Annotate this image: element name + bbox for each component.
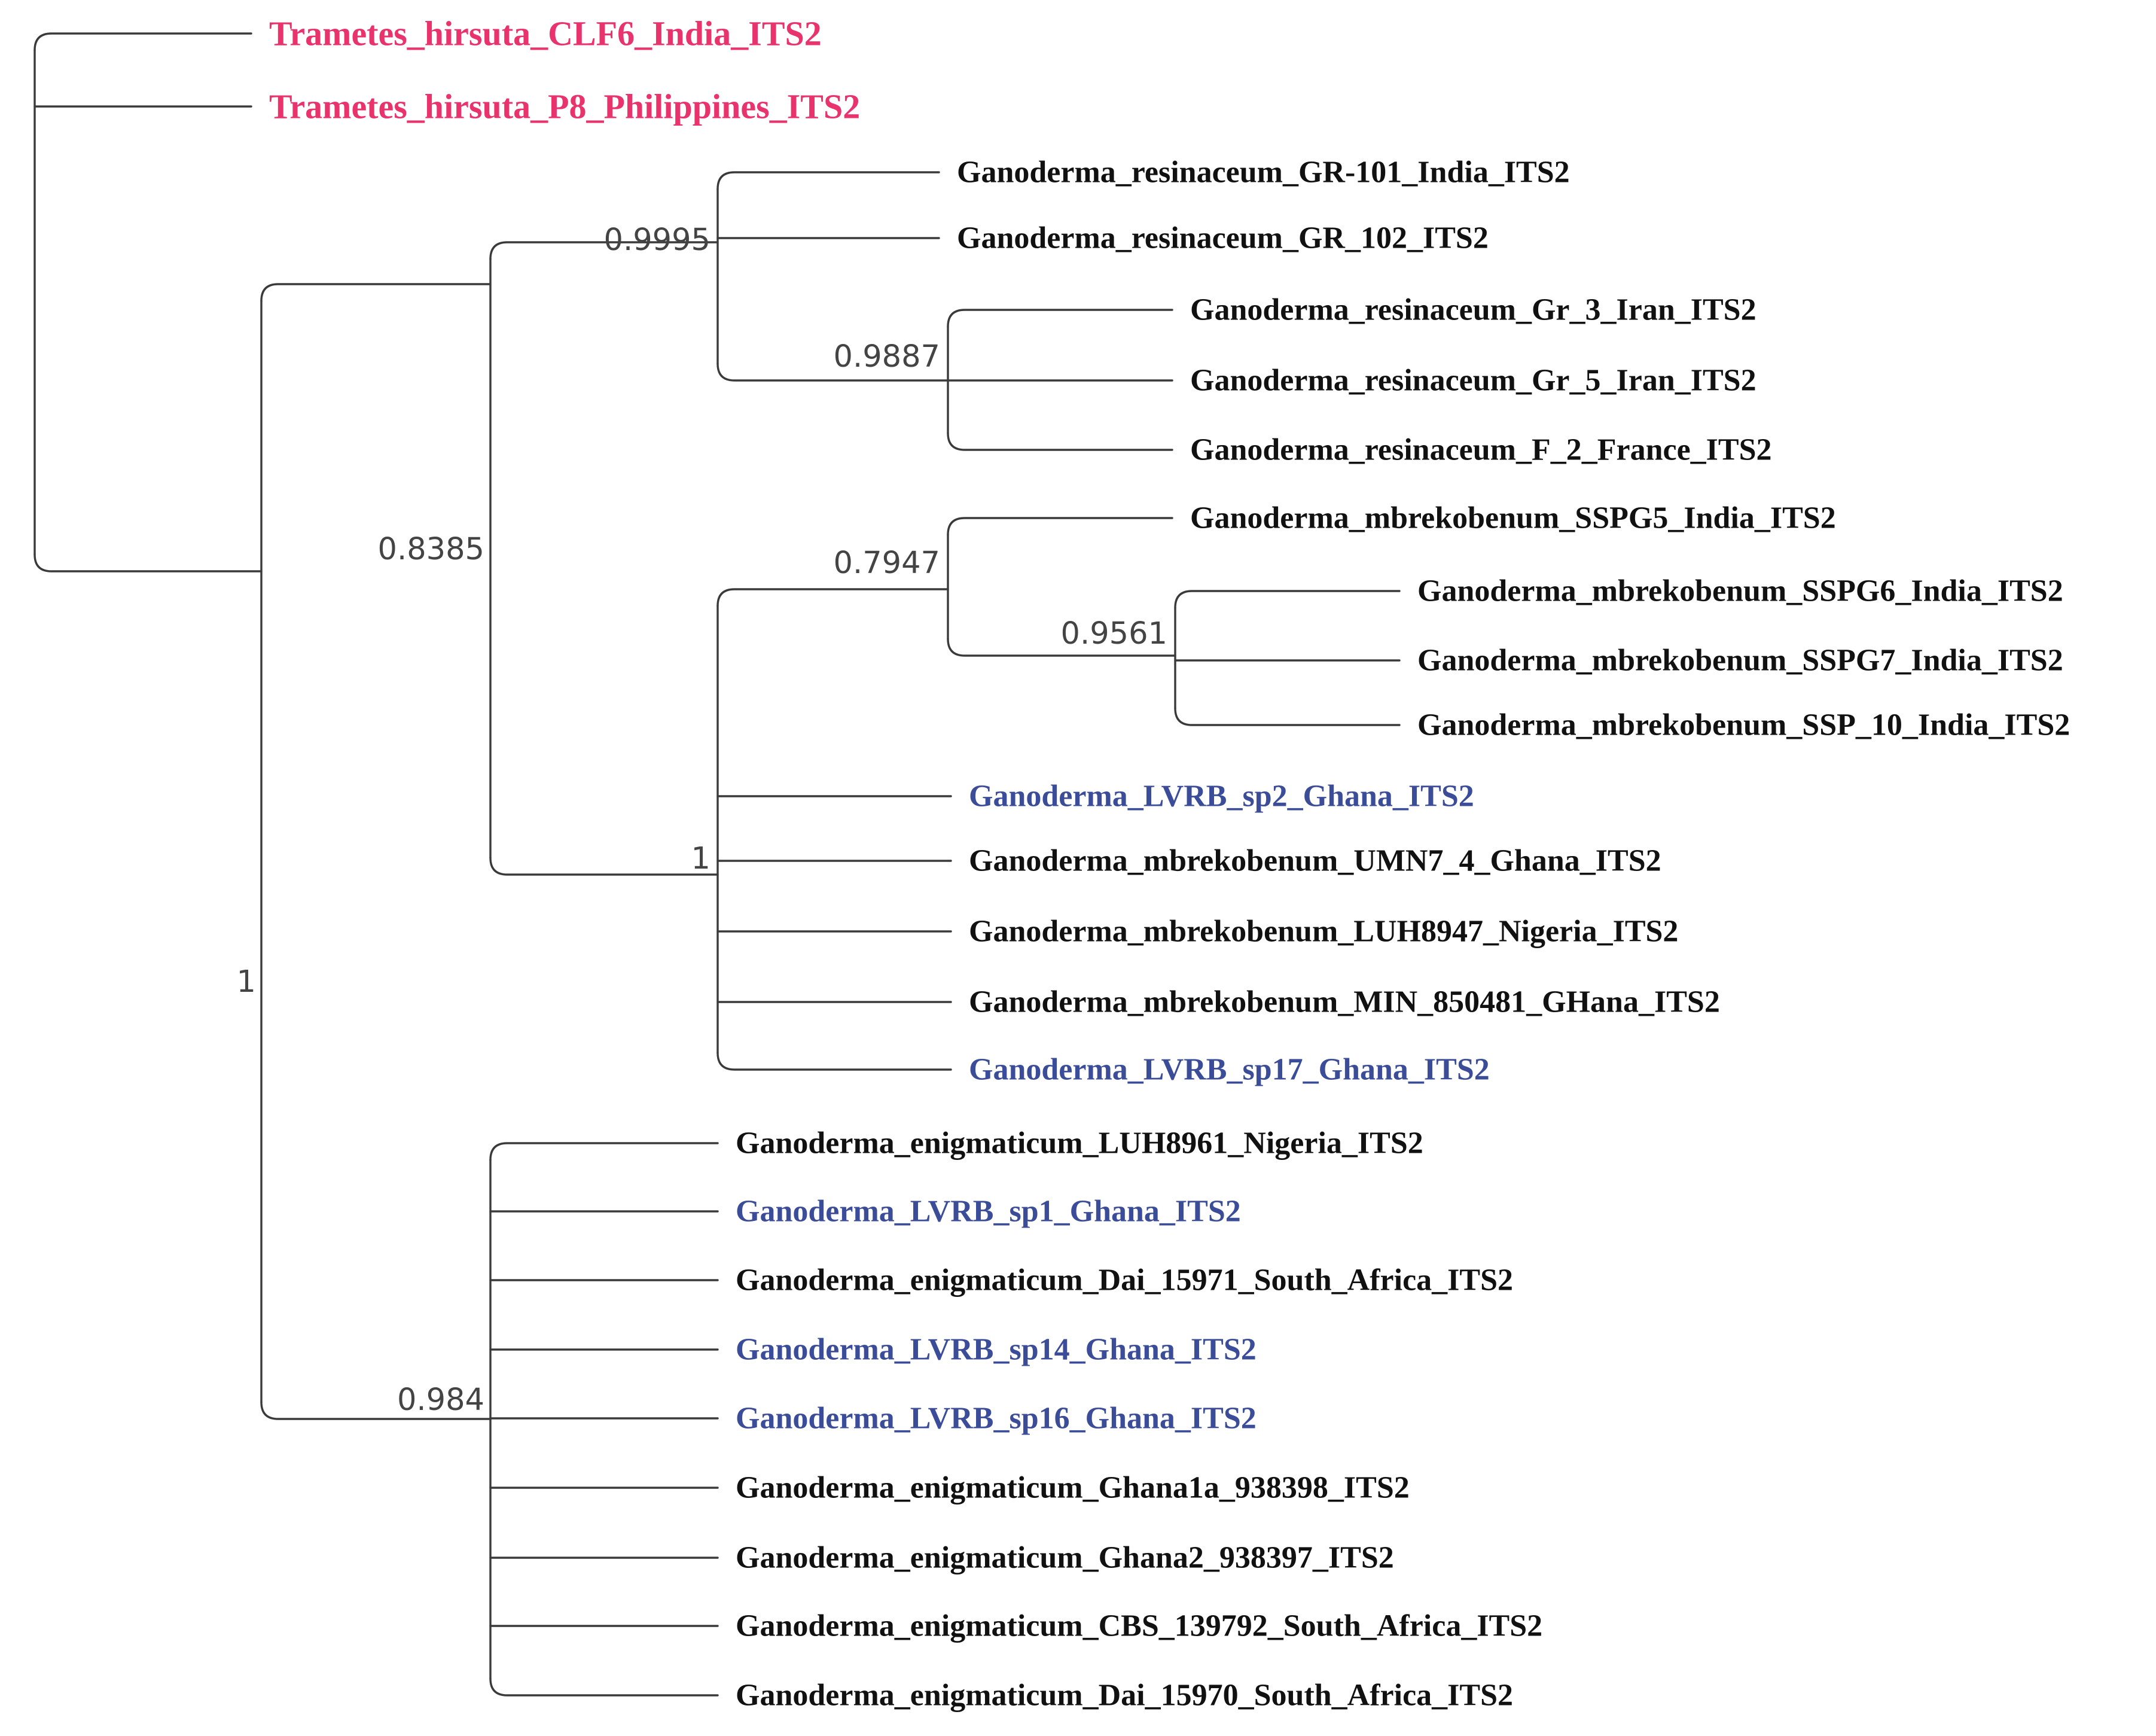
support-value-n_res2: 0.9887 bbox=[834, 339, 940, 374]
tip-label-t7: Ganoderma_resinaceum_F_2_France_ITS2 bbox=[1190, 433, 1772, 467]
tip-label-t8: Ganoderma_mbrekobenum_SSPG5_India_ITS2 bbox=[1190, 501, 1836, 535]
support-values: 1 0.8385 0.9995 0.9887 1 0.7947 0.9561 0.984 bbox=[237, 223, 1167, 1418]
tip-label-t22: Ganoderma_enigmaticum_Ghana1a_938398_ITS… bbox=[736, 1471, 1410, 1505]
tip-label-t17: Ganoderma_enigmaticum_LUH8961_Nigeria_IT… bbox=[736, 1126, 1423, 1161]
branch-t16 bbox=[716, 1052, 952, 1071]
tip-label-t21: Ganoderma_LVRB_sp16_Ghana_ITS2 bbox=[736, 1402, 1257, 1436]
support-value-n_res: 0.9995 bbox=[604, 223, 710, 258]
tip-label-t16: Ganoderma_LVRB_sp17_Ghana_ITS2 bbox=[969, 1053, 1490, 1087]
tip-label-t1: Trametes_hirsuta_CLF6_India_ITS2 bbox=[269, 14, 822, 53]
branch-t3 bbox=[716, 171, 940, 190]
tip-label-t11: Ganoderma_mbrekobenum_SSP_10_India_ITS2 bbox=[1417, 708, 2070, 742]
tip-label-t14: Ganoderma_mbrekobenum_LUH8947_Nigeria_IT… bbox=[969, 915, 1678, 949]
tip-label-t25: Ganoderma_enigmaticum_Dai_15970_South_Af… bbox=[736, 1679, 1513, 1713]
tip-label-t19: Ganoderma_enigmaticum_Dai_15971_South_Af… bbox=[736, 1263, 1513, 1298]
tip-label-t15: Ganoderma_mbrekobenum_MIN_850481_GHana_I… bbox=[969, 985, 1720, 1019]
tip-label-t5: Ganoderma_resinaceum_Gr_3_Iran_ITS2 bbox=[1190, 293, 1756, 327]
branch-n_res2 bbox=[716, 363, 949, 382]
branch-n_mbr bbox=[489, 857, 719, 876]
branch-t7 bbox=[947, 432, 1173, 451]
tip-label-t6: Ganoderma_resinaceum_Gr_5_Iran_ITS2 bbox=[1190, 364, 1756, 398]
branch-n_ingroup bbox=[33, 553, 263, 572]
branch-n_resmbr bbox=[260, 283, 492, 302]
branch-n_mbr_india bbox=[716, 588, 949, 607]
tip-label-t2: Trametes_hirsuta_P8_Philippines_ITS2 bbox=[269, 87, 860, 126]
tip-label-t20: Ganoderma_LVRB_sp14_Ghana_ITS2 bbox=[736, 1333, 1257, 1367]
tip-label-t18: Ganoderma_LVRB_sp1_Ghana_ITS2 bbox=[736, 1195, 1241, 1229]
tip-label-t9: Ganoderma_mbrekobenum_SSPG6_India_ITS2 bbox=[1417, 574, 2063, 608]
support-value-n_mbr: 1 bbox=[691, 841, 710, 876]
support-value-n_ingroup: 1 bbox=[237, 964, 256, 1000]
tip-label-t12: Ganoderma_LVRB_sp2_Ghana_ITS2 bbox=[969, 779, 1474, 814]
support-value-n_resmbr: 0.8385 bbox=[378, 532, 484, 567]
branch-t11 bbox=[1174, 707, 1401, 726]
branch-t1 bbox=[33, 32, 252, 51]
support-value-n_enig: 0.984 bbox=[397, 1382, 484, 1418]
branch-n_enig bbox=[260, 1401, 492, 1420]
tip-label-t3: Ganoderma_resinaceum_GR-101_India_ITS2 bbox=[957, 156, 1570, 190]
branch-t9 bbox=[1174, 590, 1401, 609]
support-value-n_mbr_india: 0.7947 bbox=[834, 546, 940, 581]
tip-label-t23: Ganoderma_enigmaticum_Ghana2_938397_ITS2 bbox=[736, 1541, 1394, 1575]
tip-label-t4: Ganoderma_resinaceum_GR_102_ITS2 bbox=[957, 221, 1489, 255]
branch-n_res bbox=[489, 241, 719, 260]
branch-t17 bbox=[489, 1142, 719, 1161]
branch-n_sspg bbox=[947, 638, 1176, 657]
tree-branches bbox=[33, 32, 1401, 1697]
branch-t8 bbox=[947, 517, 1173, 536]
branch-t25 bbox=[489, 1677, 719, 1697]
tip-label-t10: Ganoderma_mbrekobenum_SSPG7_India_ITS2 bbox=[1417, 644, 2063, 678]
support-value-n_sspg: 0.9561 bbox=[1061, 616, 1167, 651]
tip-label-t24: Ganoderma_enigmaticum_CBS_139792_South_A… bbox=[736, 1609, 1542, 1643]
tip-labels: Trametes_hirsuta_CLF6_India_ITS2Trametes… bbox=[269, 14, 2070, 1713]
tip-label-t13: Ganoderma_mbrekobenum_UMN7_4_Ghana_ITS2 bbox=[969, 844, 1661, 878]
branch-t5 bbox=[947, 309, 1173, 328]
